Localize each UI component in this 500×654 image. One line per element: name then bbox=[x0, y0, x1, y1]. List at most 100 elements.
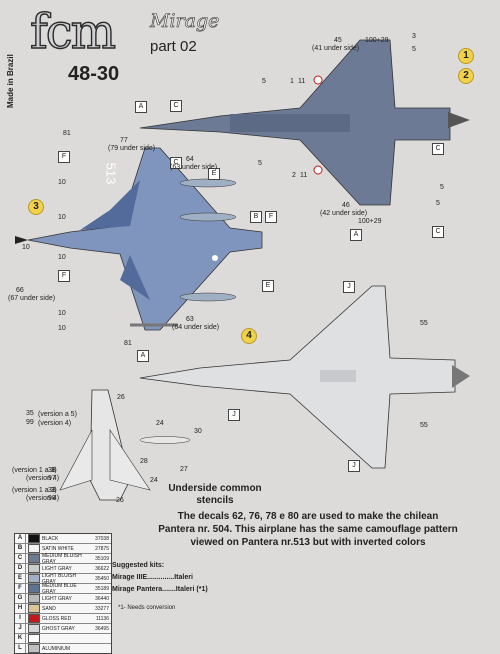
color-callout-f: F bbox=[58, 270, 70, 282]
profile-1-marker: 1 bbox=[458, 48, 474, 64]
color-swatch bbox=[28, 534, 40, 543]
color-swatch bbox=[28, 574, 40, 583]
color-row: C MEDIUM BLUISH GRAY 35109 bbox=[15, 552, 111, 565]
color-name: MEDIUM BLUISH GRAY bbox=[42, 552, 82, 565]
decal-5: 5 bbox=[262, 78, 266, 85]
decal-11: 11 bbox=[298, 78, 306, 85]
decal-46: 46 bbox=[342, 202, 350, 209]
color-code: 36440 bbox=[95, 595, 109, 602]
color-letter: H bbox=[15, 604, 26, 613]
decal-33-version: (version 1 a 3) bbox=[12, 487, 57, 494]
color-callout-c: C bbox=[170, 100, 182, 112]
color-letter: D bbox=[15, 564, 26, 573]
aircraft-top-view-3 bbox=[15, 147, 263, 331]
decal-97-version: (version 4) bbox=[26, 475, 60, 482]
decal-3: 3 bbox=[412, 33, 416, 40]
color-name: BLACK bbox=[42, 535, 59, 542]
decal-2: 2 bbox=[292, 172, 296, 179]
color-name: SAND bbox=[42, 605, 56, 612]
part-label: part 02 bbox=[150, 38, 197, 55]
decal-38: 38 bbox=[48, 467, 56, 474]
decal-10: 10 bbox=[58, 310, 66, 317]
decal-99: 99 bbox=[26, 419, 34, 426]
decal-5: 5 bbox=[412, 46, 416, 53]
color-letter: E bbox=[15, 574, 26, 583]
color-code: 35450 bbox=[95, 575, 109, 582]
color-code: 37038 bbox=[95, 535, 109, 542]
color-name: MEDIUM BLUE GRAY bbox=[42, 582, 77, 595]
decal-27: 27 bbox=[180, 466, 188, 473]
decal-5: 5 bbox=[258, 160, 262, 167]
color-swatch bbox=[28, 634, 40, 643]
color-code: 35109 bbox=[95, 555, 109, 562]
decal-26: 26 bbox=[116, 497, 124, 504]
aircraft-top-view-4 bbox=[139, 285, 470, 469]
drop-tank-2 bbox=[179, 212, 237, 222]
profile-2-marker: 2 bbox=[458, 68, 474, 84]
drop-tank-4 bbox=[139, 436, 191, 444]
decal-41-note: (41 under side) bbox=[312, 45, 360, 52]
decal-79-note: (79 under side) bbox=[108, 145, 156, 152]
color-callout-j: J bbox=[348, 460, 360, 472]
color-name: LIGHT BLUISH GRAY bbox=[42, 572, 77, 585]
decal-35: 35 bbox=[26, 410, 34, 417]
decal-10: 10 bbox=[58, 214, 66, 221]
underside-view bbox=[59, 389, 151, 501]
color-name: GHOST GRAY bbox=[42, 625, 75, 632]
decal-64: 64 bbox=[186, 156, 194, 163]
decal-98: 98 bbox=[48, 495, 56, 502]
color-swatch bbox=[28, 544, 40, 553]
decal-26: 26 bbox=[117, 394, 125, 401]
decal-63: 63 bbox=[186, 316, 194, 323]
color-callout-f: F bbox=[265, 211, 277, 223]
decal-99-version: (version 4) bbox=[38, 420, 72, 427]
color-callout-a: A bbox=[137, 350, 149, 362]
decal-97: 97 bbox=[48, 475, 56, 482]
color-callout-j: J bbox=[343, 281, 355, 293]
decal-63-note: (63 under side) bbox=[170, 164, 218, 171]
decal-38-version: (version 1 a 3) bbox=[12, 467, 57, 474]
color-swatch bbox=[28, 604, 40, 613]
decal-1: 1 bbox=[290, 78, 294, 85]
decal-42-note: (42 under side) bbox=[320, 210, 368, 217]
decal-24: 24 bbox=[156, 420, 164, 427]
decal-10: 10 bbox=[58, 325, 66, 332]
color-letter: C bbox=[15, 554, 26, 563]
color-name: LIGHT GRAY bbox=[42, 595, 72, 602]
sheet-number: 48-30 bbox=[68, 63, 120, 85]
drop-tank-3 bbox=[179, 292, 237, 302]
decal-30: 30 bbox=[194, 428, 202, 435]
color-callout-b: B bbox=[250, 211, 262, 223]
color-letter: A bbox=[15, 534, 26, 543]
color-callout-e: E bbox=[208, 168, 220, 180]
decal-98-version: (version 4) bbox=[26, 495, 60, 502]
color-swatch bbox=[28, 594, 40, 603]
decal-81: 81 bbox=[63, 130, 71, 137]
kits-title: Suggested kits: bbox=[112, 562, 165, 569]
color-swatch bbox=[28, 554, 40, 563]
decal-10: 10 bbox=[22, 244, 30, 251]
underside-stencils-title: Underside common stencils bbox=[168, 483, 262, 506]
decal-note: The decals 62, 76, 78 e 80 are used to m… bbox=[158, 511, 458, 548]
tail-number: 513 bbox=[103, 162, 119, 185]
profile-3-marker: 3 bbox=[28, 199, 44, 215]
drop-tank-1 bbox=[179, 178, 237, 188]
color-letter: I bbox=[15, 614, 26, 623]
color-callout-c: C bbox=[170, 157, 182, 169]
decal-55: 55 bbox=[420, 320, 428, 327]
decal-81: 81 bbox=[124, 340, 132, 347]
color-name: LIGHT GRAY bbox=[42, 565, 72, 572]
kit-2: Mirage Pantera.......Italeri (*1) bbox=[112, 586, 208, 593]
color-name: ALUMINIUM bbox=[42, 645, 71, 652]
color-code: 27875 bbox=[95, 545, 109, 552]
color-swatch bbox=[28, 564, 40, 573]
brand-logo: fcm bbox=[29, 4, 117, 60]
